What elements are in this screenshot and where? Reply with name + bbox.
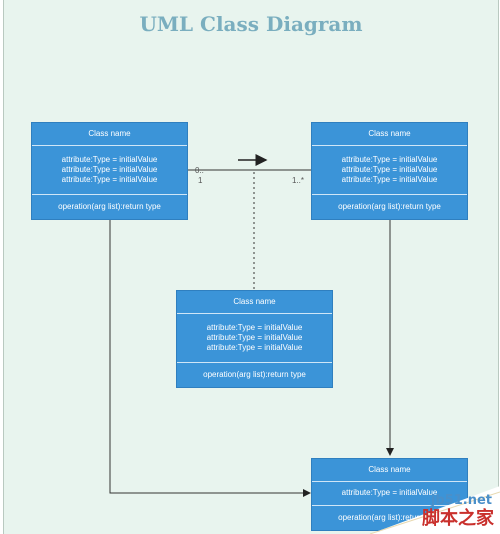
multiplicity-right: 1..* bbox=[292, 176, 305, 185]
attribute: attribute:Type = initialValue bbox=[341, 175, 438, 184]
class-attributes: attribute:Type = initialValue attribute:… bbox=[32, 146, 187, 195]
class-operation: operation(arg list):return type bbox=[338, 202, 441, 211]
attribute: attribute:Type = initialValue bbox=[206, 343, 303, 352]
attribute: attribute:Type = initialValue bbox=[61, 175, 158, 184]
watermark: jb51.net 脚本之家 bbox=[350, 486, 500, 534]
attribute: attribute:Type = initialValue bbox=[341, 165, 438, 174]
attribute: attribute:Type = initialValue bbox=[206, 333, 303, 342]
watermark-background bbox=[369, 486, 500, 534]
class-attributes: attribute:Type = initialValue attribute:… bbox=[177, 314, 332, 363]
attribute: attribute:Type = initialValue bbox=[341, 155, 438, 164]
class-box-association[interactable]: Class name attribute:Type = initialValue… bbox=[176, 290, 333, 388]
multiplicity-left-lower: 1 bbox=[198, 176, 203, 185]
attribute: attribute:Type = initialValue bbox=[61, 165, 158, 174]
class-name: Class name bbox=[32, 123, 187, 146]
class-operation: operation(arg list):return type bbox=[203, 370, 306, 379]
class-box-top-right[interactable]: Class name attribute:Type = initialValue… bbox=[311, 122, 468, 220]
class-attributes: attribute:Type = initialValue bbox=[312, 482, 467, 506]
attribute: attribute:Type = initialValue bbox=[206, 323, 303, 332]
class-box-top-left[interactable]: Class name attribute:Type = initialValue… bbox=[31, 122, 188, 220]
diagram-canvas: UML Class Diagram 0.. 1 1..* Class name … bbox=[3, 0, 499, 534]
class-name: Class name bbox=[177, 291, 332, 314]
attribute: attribute:Type = initialValue bbox=[341, 488, 438, 497]
connectors bbox=[109, 154, 394, 497]
attribute: attribute:Type = initialValue bbox=[61, 155, 158, 164]
class-operation: operation(arg list):return type bbox=[58, 202, 161, 211]
watermark-text: 脚本之家 bbox=[422, 508, 494, 529]
diagram-title: UML Class Diagram bbox=[139, 12, 363, 36]
watermark-url: jb51.net bbox=[430, 493, 492, 508]
multiplicity-left-upper: 0.. bbox=[195, 166, 204, 175]
class-name: Class name bbox=[312, 459, 467, 482]
class-operation: operation(arg list):return type bbox=[338, 513, 441, 522]
class-name: Class name bbox=[312, 123, 467, 146]
connector-left-to-bottom bbox=[109, 218, 311, 497]
class-attributes: attribute:Type = initialValue attribute:… bbox=[312, 146, 467, 195]
